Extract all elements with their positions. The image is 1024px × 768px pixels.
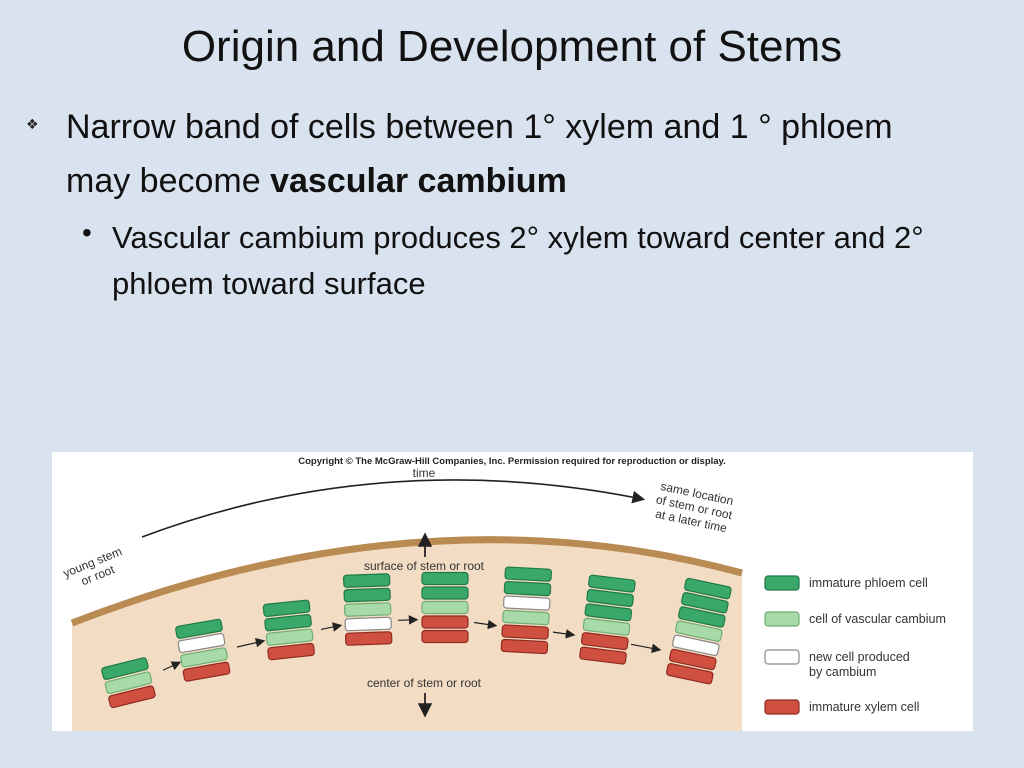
cambium-cell <box>582 617 631 636</box>
phloem-cell <box>678 606 726 628</box>
phloem-cell <box>684 577 732 600</box>
copyright-label: Copyright © The McGraw-Hill Companies, I… <box>298 456 726 467</box>
bullet-level2-text: Vascular cambium produces 2° xylem towar… <box>112 220 924 301</box>
phloem-cell <box>421 571 469 586</box>
new-cell <box>502 595 551 611</box>
cell-stack <box>342 573 393 646</box>
stage-arrow <box>236 637 266 648</box>
phloem-cell <box>588 574 636 593</box>
legend-swatch <box>764 611 800 627</box>
phloem-cell <box>264 614 312 632</box>
cell-stack <box>175 618 231 682</box>
phloem-cell <box>681 592 729 614</box>
phloem-cell <box>503 580 552 597</box>
stage-arrow <box>630 643 662 654</box>
phloem-cell <box>584 603 633 622</box>
legend: immature phloem cell cell of vascular cam… <box>764 575 946 715</box>
cambium-diagram: Copyright © The McGraw-Hill Companies, I… <box>52 452 973 731</box>
phloem-cell <box>262 599 311 617</box>
cell-stack <box>665 577 732 685</box>
phloem-cell <box>101 657 149 680</box>
legend-swatch <box>764 699 800 715</box>
xylem-cell <box>579 646 627 665</box>
phloem-cell <box>421 586 469 600</box>
legend-label: immature xylem cell <box>809 700 919 714</box>
cambium-cell <box>180 647 228 668</box>
phloem-cell <box>586 588 634 608</box>
xylem-cell <box>580 632 629 651</box>
cell-stack <box>579 574 636 665</box>
time-label: time <box>413 466 436 480</box>
new-cell <box>344 616 392 632</box>
stage-arrow <box>162 661 182 671</box>
stage-arrow <box>320 622 343 632</box>
legend-label: cell of vascular cambium <box>809 612 946 626</box>
bullet-level1-text-bold: vascular cambium <box>270 162 567 200</box>
stage-arrow <box>473 619 498 630</box>
cell-stack <box>500 566 552 655</box>
phloem-cell <box>504 566 552 582</box>
stage-arrow <box>397 615 419 625</box>
cambium-cell <box>343 602 392 617</box>
xylem-cell <box>665 662 714 685</box>
xylem-cell <box>421 629 469 644</box>
legend-swatch <box>764 575 800 591</box>
bullet-level1-text-plain: Narrow band of cells between 1° xylem an… <box>66 108 893 200</box>
cell-stack <box>262 599 315 661</box>
legend-label: immature phloem cell <box>809 576 928 590</box>
cambium-cell <box>265 628 314 646</box>
xylem-cell <box>421 615 469 629</box>
cell-stack <box>421 571 469 644</box>
cambium-cell <box>104 671 153 695</box>
stem-tissue <box>72 539 742 731</box>
cambium-cell <box>421 600 469 615</box>
legend-label: new cell produced <box>809 650 910 664</box>
xylem-cell <box>668 648 717 671</box>
phloem-cell <box>343 587 391 603</box>
center-label: center of stem or root <box>367 676 482 690</box>
xylem-cell <box>500 638 549 655</box>
legend-swatch <box>764 649 800 665</box>
young-stem-label: young stem or root <box>61 544 124 588</box>
xylem-cell <box>182 661 231 682</box>
slide-title: Origin and Development of Stems <box>181 22 843 71</box>
cell-stack <box>101 657 156 709</box>
stem-surface-line <box>70 536 743 627</box>
new-cell <box>177 633 226 654</box>
stage-arrow <box>552 629 576 639</box>
xylem-cell <box>501 624 549 640</box>
phloem-cell <box>175 618 223 639</box>
phloem-cell <box>342 573 391 588</box>
surface-label: surface of stem or root <box>364 559 485 573</box>
cambium-cell <box>675 620 723 642</box>
cambium-cell <box>502 609 550 626</box>
xylem-cell <box>108 685 156 709</box>
dot-bullet-icon: • <box>82 217 92 248</box>
time-arrow <box>141 479 646 538</box>
xylem-cell <box>345 631 393 646</box>
legend-label-line2: by cambium <box>809 665 876 679</box>
new-cell <box>672 634 720 657</box>
xylem-cell <box>267 642 315 661</box>
later-time-label: same location of stem or root at a later… <box>654 479 735 535</box>
bullet-level1-text: Narrow band of cells between 1° xylem an… <box>66 100 966 208</box>
cell-stages <box>101 566 732 709</box>
diamond-bullet-icon: ❖ <box>26 116 39 132</box>
cambium-diagram-svg: Copyright © The McGraw-Hill Companies, I… <box>61 456 946 731</box>
